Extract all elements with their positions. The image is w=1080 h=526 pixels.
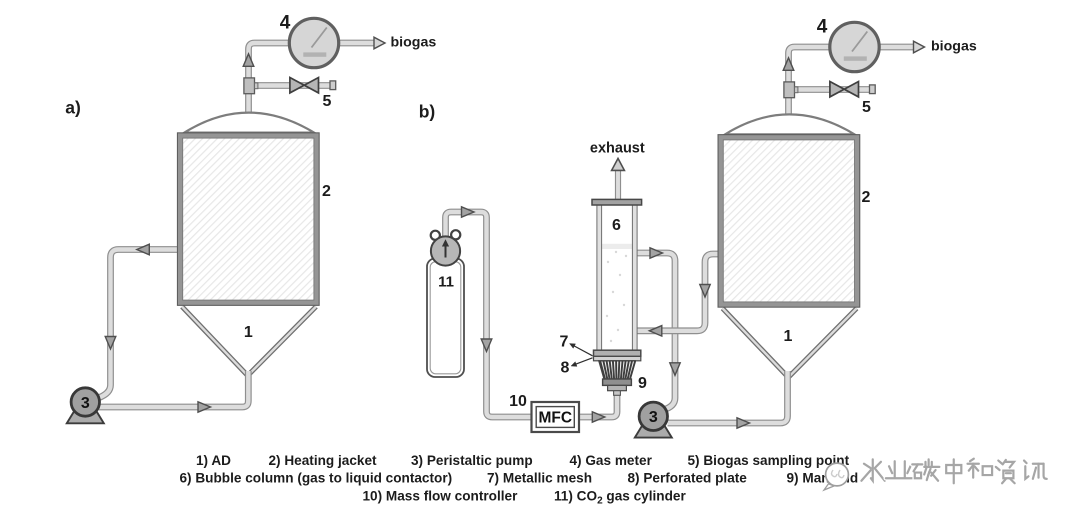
svg-text:biogas: biogas xyxy=(391,35,437,51)
svg-text:exhaust: exhaust xyxy=(590,141,645,157)
svg-text:MFC: MFC xyxy=(539,410,573,427)
svg-text:10: 10 xyxy=(509,393,527,410)
svg-text:5: 5 xyxy=(862,99,871,116)
svg-text:1: 1 xyxy=(784,328,793,345)
svg-text:2) Heating jacket: 2) Heating jacket xyxy=(269,453,378,468)
svg-text:2: 2 xyxy=(862,189,871,206)
svg-text:8) Perforated plate: 8) Perforated plate xyxy=(628,471,748,486)
svg-text:3: 3 xyxy=(81,395,90,412)
svg-text:9: 9 xyxy=(638,375,647,392)
svg-text:7) Metallic mesh: 7) Metallic mesh xyxy=(487,471,592,486)
svg-text:11: 11 xyxy=(438,274,454,291)
svg-text:biogas: biogas xyxy=(931,39,977,55)
svg-text:b): b) xyxy=(419,102,436,122)
svg-text:7: 7 xyxy=(560,334,569,351)
svg-text:a): a) xyxy=(65,98,81,118)
svg-text:2: 2 xyxy=(322,183,331,200)
svg-text:8: 8 xyxy=(561,360,570,377)
svg-text:1) AD: 1) AD xyxy=(196,453,231,468)
svg-text:5) Biogas sampling point: 5) Biogas sampling point xyxy=(688,453,850,468)
svg-text:10) Mass flow controller: 10) Mass flow controller xyxy=(363,489,519,504)
svg-text:4: 4 xyxy=(280,13,291,34)
svg-text:4: 4 xyxy=(817,17,828,38)
svg-text:4) Gas meter: 4) Gas meter xyxy=(570,453,653,468)
svg-text:1: 1 xyxy=(244,324,253,341)
svg-text:3: 3 xyxy=(649,409,658,426)
svg-text:6) Bubble column (gas to liqui: 6) Bubble column (gas to liquid contacto… xyxy=(180,471,453,486)
svg-text:6: 6 xyxy=(612,217,621,234)
svg-text:5: 5 xyxy=(323,93,332,110)
svg-text:3) Peristaltic pump: 3) Peristaltic pump xyxy=(411,453,533,468)
